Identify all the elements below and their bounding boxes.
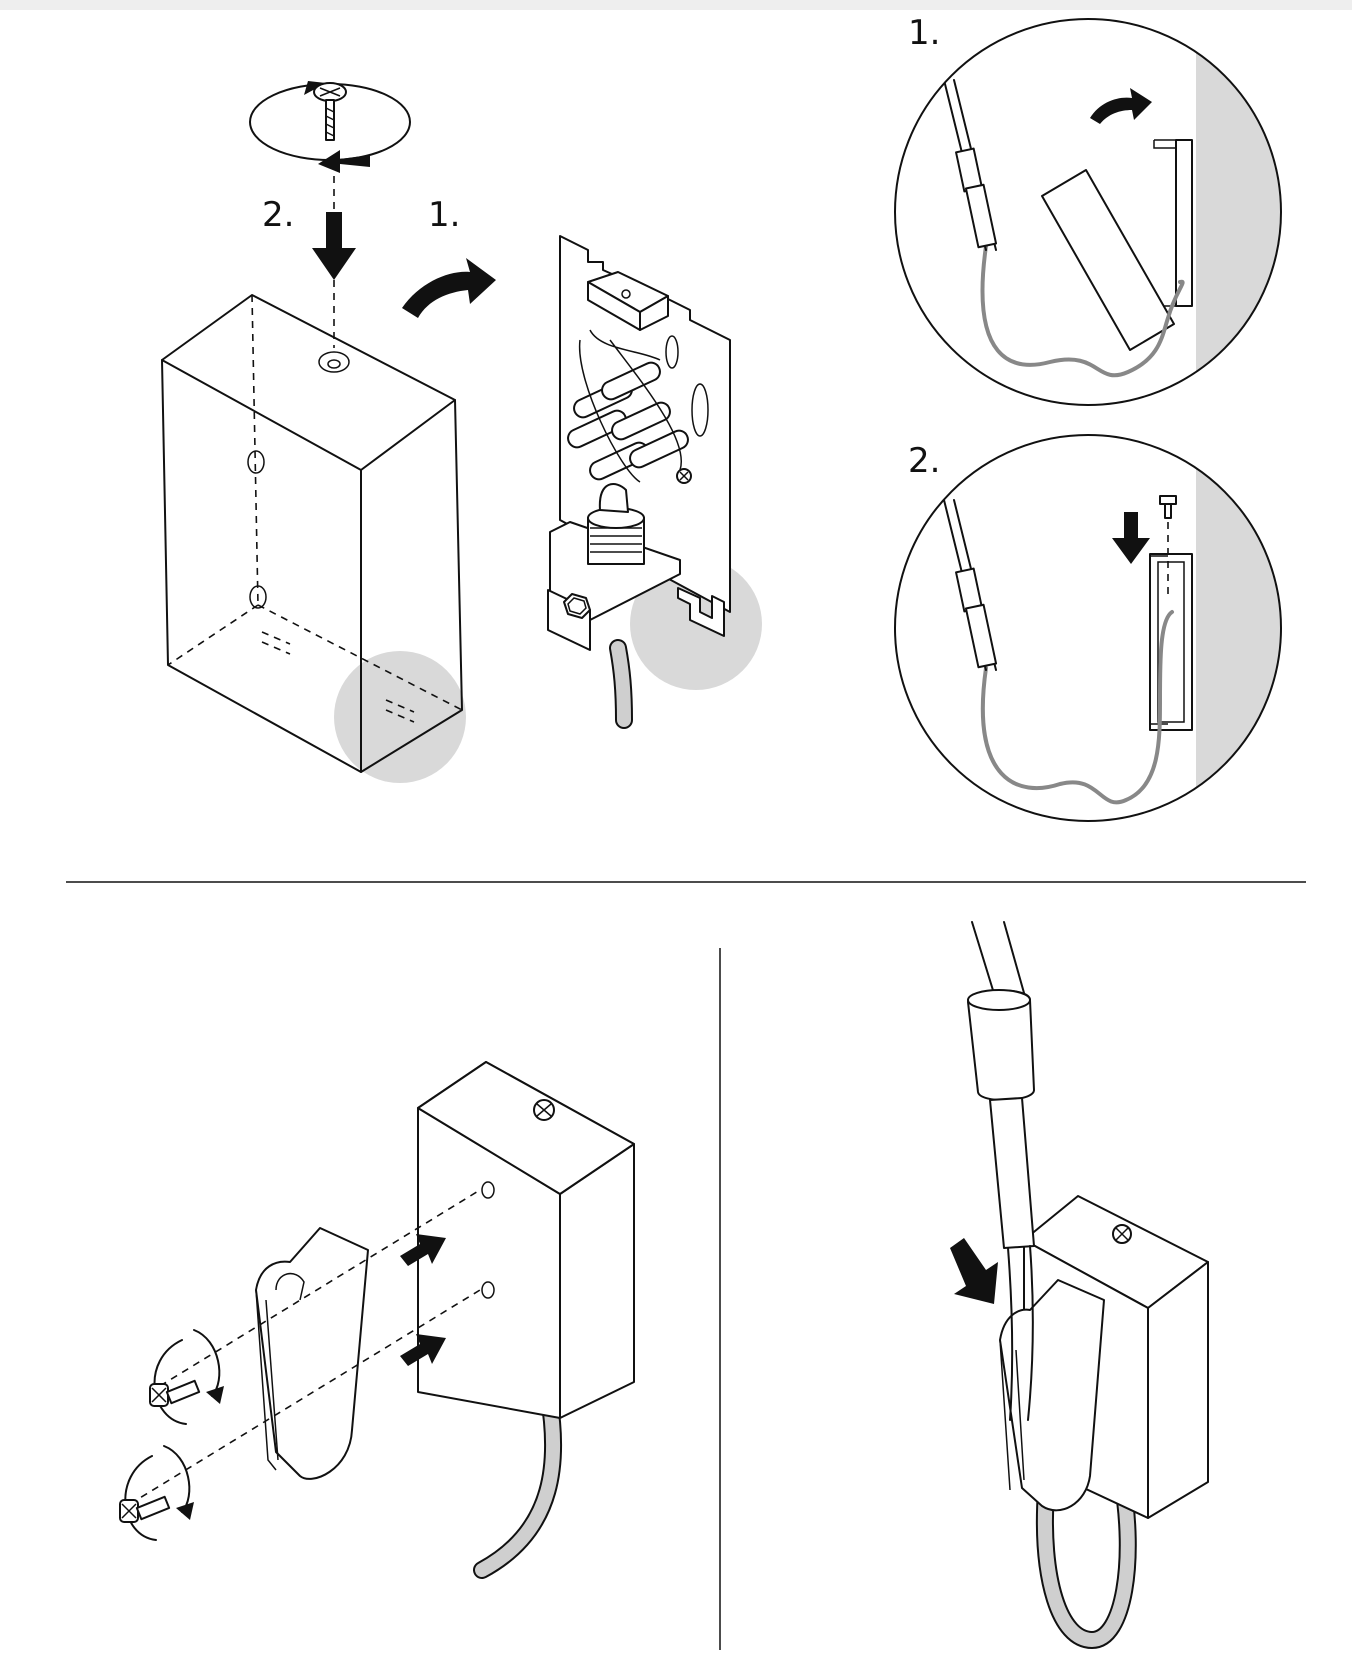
screw-icon bbox=[149, 1329, 224, 1425]
screw-icon bbox=[119, 1445, 194, 1541]
main-step-1-label: 1. bbox=[428, 195, 460, 235]
down-arrow-icon bbox=[1112, 512, 1150, 564]
down-arrow-icon bbox=[312, 212, 356, 280]
main-step-2-label: 2. bbox=[262, 195, 294, 235]
panel-detail-views: 1. 2. bbox=[894, 13, 1282, 822]
highlight-circle-box bbox=[334, 651, 466, 783]
housing-box-mounted bbox=[417, 1061, 635, 1419]
panel-clip-mounting bbox=[119, 1061, 635, 1579]
down-arrow-icon bbox=[950, 1238, 998, 1304]
screw-icon bbox=[249, 81, 411, 348]
rotate-arrow-icon bbox=[153, 1339, 187, 1425]
housing-box bbox=[161, 294, 463, 773]
detail-view-2 bbox=[894, 434, 1282, 822]
detail-view-1 bbox=[894, 18, 1282, 406]
top-edge bbox=[0, 0, 1352, 10]
curved-arrow-icon bbox=[402, 258, 496, 318]
panel-housing-removal: 2. 1. bbox=[161, 81, 762, 783]
curved-arrow-icon bbox=[1090, 88, 1152, 124]
terminal-base-plate bbox=[547, 235, 762, 729]
mounting-clip bbox=[255, 1227, 369, 1480]
wall-grey bbox=[1196, 19, 1281, 405]
panel-cable-routing bbox=[950, 921, 1209, 1650]
detail-step-1-label: 1. bbox=[908, 13, 940, 53]
detail-step-2-label: 2. bbox=[908, 441, 940, 481]
rotate-arrow-icon bbox=[124, 1455, 157, 1541]
